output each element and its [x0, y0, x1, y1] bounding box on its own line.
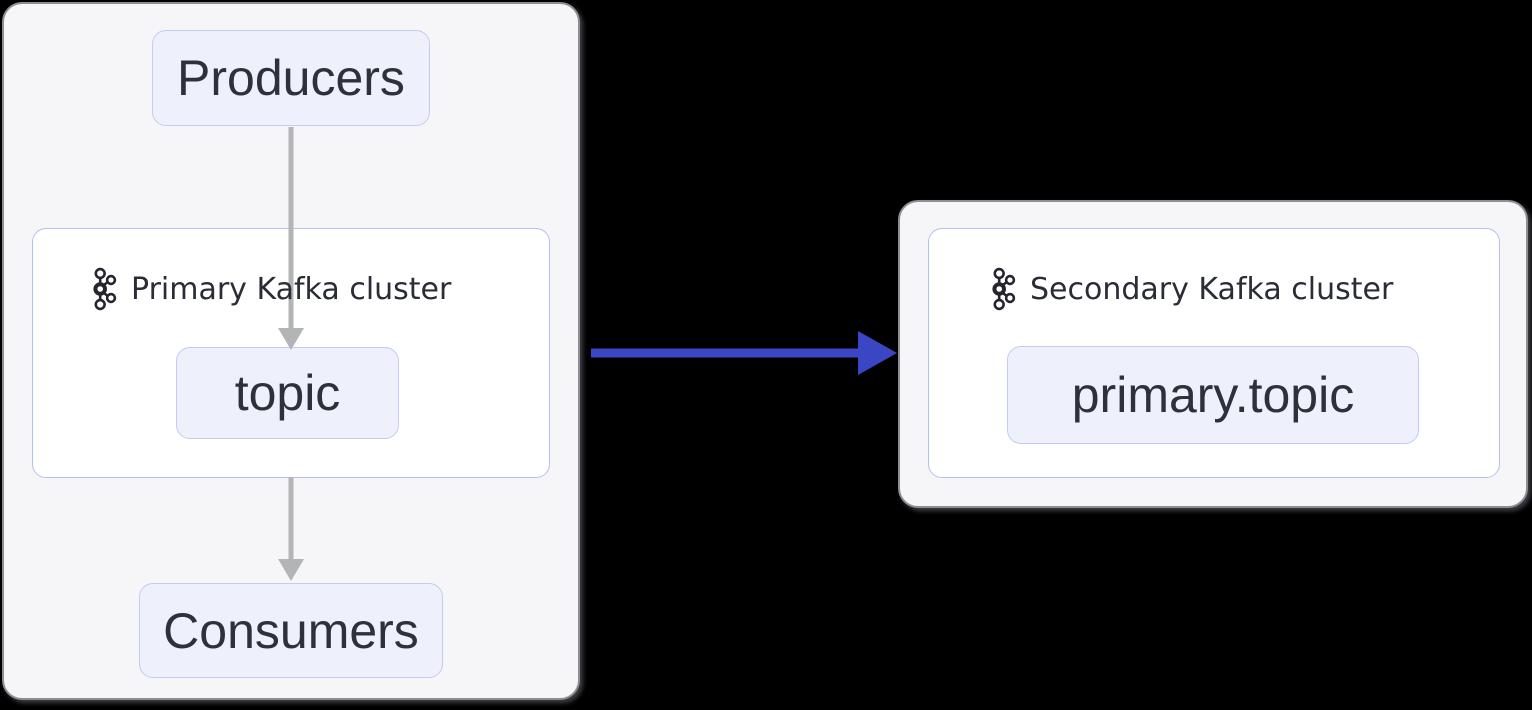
producers-label: Producers — [177, 50, 405, 106]
primary-topic-label: primary.topic — [1071, 367, 1355, 423]
primary-cluster-group: Producers Primary Kafka cluster to — [2, 2, 580, 700]
secondary-kafka-cluster-box: Secondary Kafka cluster primary.topic — [928, 228, 1500, 478]
secondary-cluster-group: Secondary Kafka cluster primary.topic — [898, 200, 1528, 508]
primary-topic-node: primary.topic — [1007, 346, 1419, 444]
consumers-label: Consumers — [163, 602, 419, 659]
primary-cluster-label-row: Primary Kafka cluster — [91, 267, 451, 311]
topic-node: topic — [176, 347, 399, 439]
kafka-icon — [992, 267, 1016, 311]
topic-label: topic — [234, 365, 341, 421]
consumers-node: Consumers — [139, 583, 443, 678]
primary-kafka-cluster-box: Primary Kafka cluster topic — [32, 228, 550, 478]
secondary-cluster-label-row: Secondary Kafka cluster — [990, 267, 1393, 311]
producers-node: Producers — [152, 30, 430, 126]
secondary-cluster-label: Secondary Kafka cluster — [1030, 271, 1394, 307]
edge-primary-to-secondary — [591, 331, 897, 375]
primary-cluster-label: Primary Kafka cluster — [131, 271, 452, 307]
kafka-icon — [93, 267, 117, 311]
